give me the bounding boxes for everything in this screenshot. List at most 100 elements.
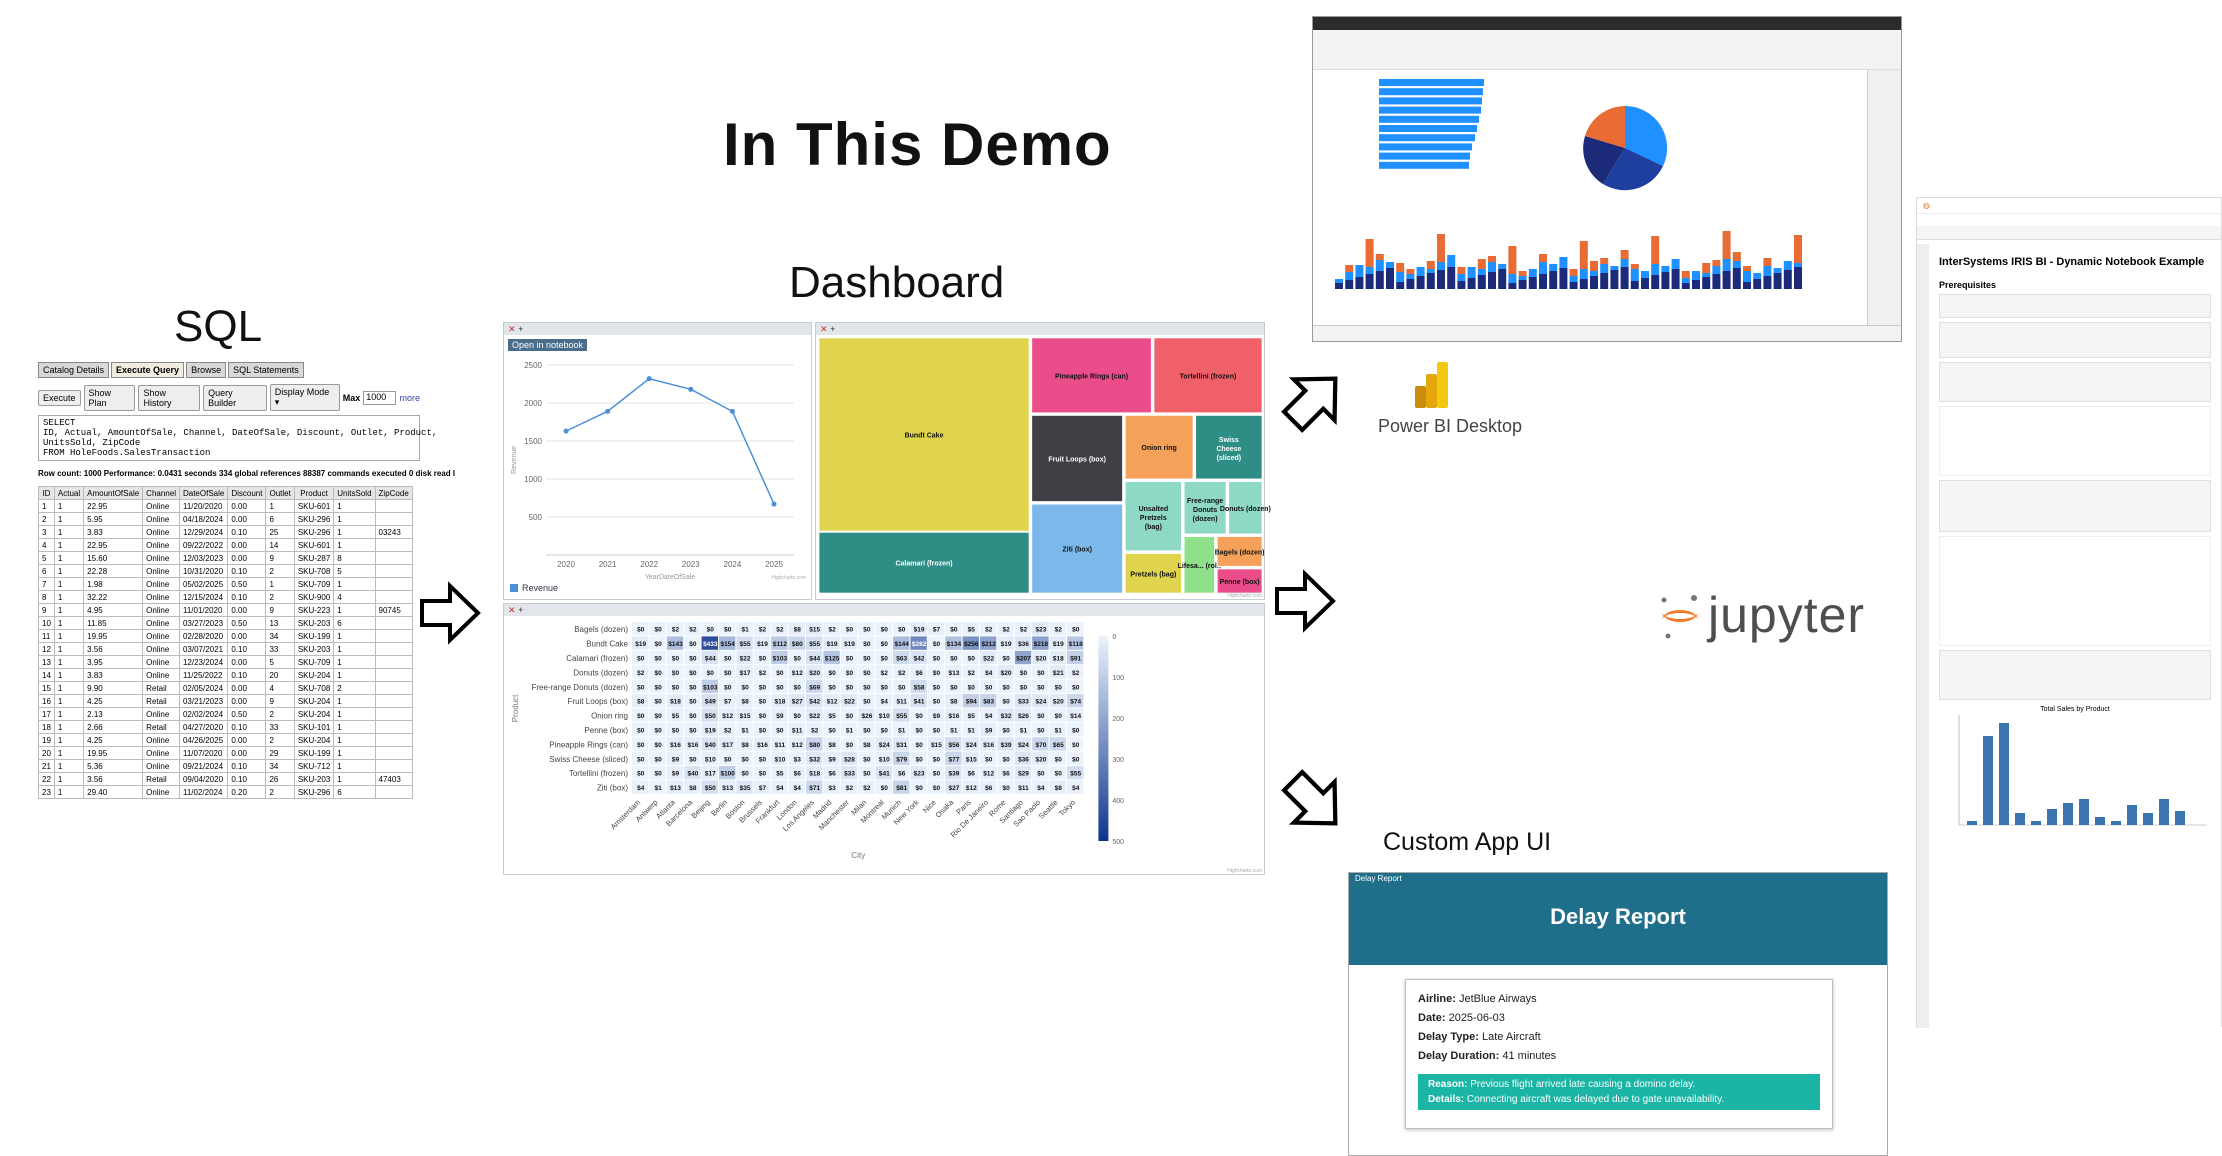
column-header[interactable]: ZipCode xyxy=(374,486,413,500)
code-cell[interactable] xyxy=(1939,480,2211,532)
table-cell: 4.25 xyxy=(83,733,144,747)
column-header[interactable]: Channel xyxy=(142,486,180,500)
column-header[interactable]: ID xyxy=(38,486,55,500)
pbi-stack-bar xyxy=(1600,258,1609,264)
cell-value: $8 xyxy=(741,699,749,706)
show-history-button[interactable]: Show History xyxy=(138,384,201,411)
cell-value: $33 xyxy=(1018,699,1029,706)
heat-cell xyxy=(997,737,1014,751)
arrow-up-right-icon xyxy=(1281,376,1338,433)
column-header[interactable]: Discount xyxy=(227,486,267,500)
cell-value: $71 xyxy=(809,785,820,792)
cell-value: $0 xyxy=(654,684,662,691)
table-cell: 2 xyxy=(333,681,376,695)
table-cell: 1 xyxy=(53,733,85,747)
column-header[interactable]: Product xyxy=(293,486,335,500)
cell-value: $50 xyxy=(705,785,716,792)
close-icon[interactable]: ✕ xyxy=(820,324,828,334)
cell-value: $0 xyxy=(950,627,958,634)
heat-cell xyxy=(893,766,910,780)
close-icon[interactable]: ✕ xyxy=(508,605,516,615)
treemap-tile xyxy=(1195,414,1263,480)
pbi-stack-bar xyxy=(1375,260,1384,271)
pbi-stack-bar xyxy=(1681,283,1690,289)
column-header[interactable]: AmountOfSale xyxy=(83,486,144,500)
cell-value: $7 xyxy=(933,627,941,634)
heat-cell xyxy=(997,650,1014,665)
add-icon[interactable]: + xyxy=(518,324,524,334)
cell-value: $20 xyxy=(1001,670,1012,677)
cell-value: $0 xyxy=(689,641,697,648)
code-cell[interactable] xyxy=(1939,650,2211,700)
query-textarea[interactable]: SELECT ID, Actual, AmountOfSale, Channel… xyxy=(38,415,437,461)
tab-sql-statements[interactable]: SQL Statements xyxy=(228,362,304,378)
heat-cell xyxy=(753,737,771,751)
heat-cell xyxy=(701,694,718,708)
open-in-notebook-button[interactable]: Open in notebook xyxy=(508,339,588,351)
treemap-tile xyxy=(1124,552,1183,594)
pbi-stack-bar xyxy=(1396,282,1405,289)
column-header[interactable]: DateOfSale xyxy=(178,486,229,500)
tab-browse[interactable]: Browse xyxy=(186,362,227,378)
details-value: Connecting aircraft was delayed due to g… xyxy=(1466,1094,1725,1105)
execute-button[interactable]: Execute xyxy=(38,389,81,406)
pbi-stack-bar xyxy=(1457,281,1466,289)
treemap-label: Calamari (frozen) xyxy=(895,561,952,568)
pbi-stack-bar xyxy=(1743,266,1751,271)
tab-execute-query[interactable]: Execute Query xyxy=(111,362,185,378)
column-header[interactable]: Actual xyxy=(53,486,85,500)
table-cell: 1 xyxy=(333,525,376,539)
query-builder-button[interactable]: Query Builder xyxy=(203,384,267,411)
add-icon[interactable]: + xyxy=(518,605,524,615)
column-header[interactable]: Outlet xyxy=(265,486,295,500)
heat-cell xyxy=(736,665,753,679)
code-cell[interactable] xyxy=(1939,362,2211,402)
chart-legend[interactable]: Revenue xyxy=(510,583,558,593)
add-icon[interactable]: + xyxy=(830,324,836,334)
cell-value: $0 xyxy=(1055,771,1063,778)
table-cell xyxy=(374,681,413,695)
y-tick-label: 1000 xyxy=(524,475,542,484)
jupyter-wordmark: jupyter xyxy=(1708,587,1866,643)
column-header[interactable]: UnitsSold xyxy=(333,486,376,500)
heat-cell xyxy=(980,708,997,722)
cell-value: $0 xyxy=(933,756,941,763)
heat-cell xyxy=(1067,766,1084,780)
table-cell: 02/02/2024 xyxy=(178,707,229,721)
heat-cell xyxy=(823,737,840,751)
heat-cell xyxy=(719,722,736,737)
cell-value: $0 xyxy=(846,742,854,749)
heat-cell xyxy=(962,708,979,722)
code-cell[interactable] xyxy=(1939,294,2211,318)
table-cell: 9.90 xyxy=(83,681,144,695)
max-rows-input[interactable]: 1000 xyxy=(363,390,397,405)
table-cell: SKU-601 xyxy=(293,499,335,513)
cell-value: $15 xyxy=(809,627,820,634)
display-mode-select[interactable]: Display Mode ▾ xyxy=(269,384,340,411)
cell-value: $20 xyxy=(1035,656,1046,663)
cell-value: $0 xyxy=(985,684,993,691)
table-cell: Online xyxy=(142,538,180,552)
heat-cell xyxy=(858,636,875,650)
tab-catalog-details[interactable]: Catalog Details xyxy=(38,362,110,378)
cell-value: $0 xyxy=(776,728,784,735)
widget-header: ✕ + xyxy=(504,323,811,335)
pbi-stack-bar xyxy=(1722,271,1731,289)
code-cell[interactable] xyxy=(1939,322,2211,358)
table-cell: SKU-101 xyxy=(293,720,335,734)
cell-value: $0 xyxy=(1002,656,1010,663)
treemap-label: Cheese xyxy=(1216,446,1241,453)
cell-value: $0 xyxy=(776,670,784,677)
cell-value: $0 xyxy=(933,785,941,792)
table-cell: Online xyxy=(142,642,180,656)
pbi-bar xyxy=(1379,97,1482,105)
show-plan-button[interactable]: Show Plan xyxy=(83,384,136,411)
close-icon[interactable]: ✕ xyxy=(508,324,516,334)
pbi-stack-bar xyxy=(1702,277,1711,289)
cell-value: $0 xyxy=(707,627,715,634)
heat-cell xyxy=(893,751,910,765)
cell-value: $7 xyxy=(759,785,767,792)
more-link[interactable]: more xyxy=(399,392,420,403)
heat-cell xyxy=(1049,679,1066,693)
